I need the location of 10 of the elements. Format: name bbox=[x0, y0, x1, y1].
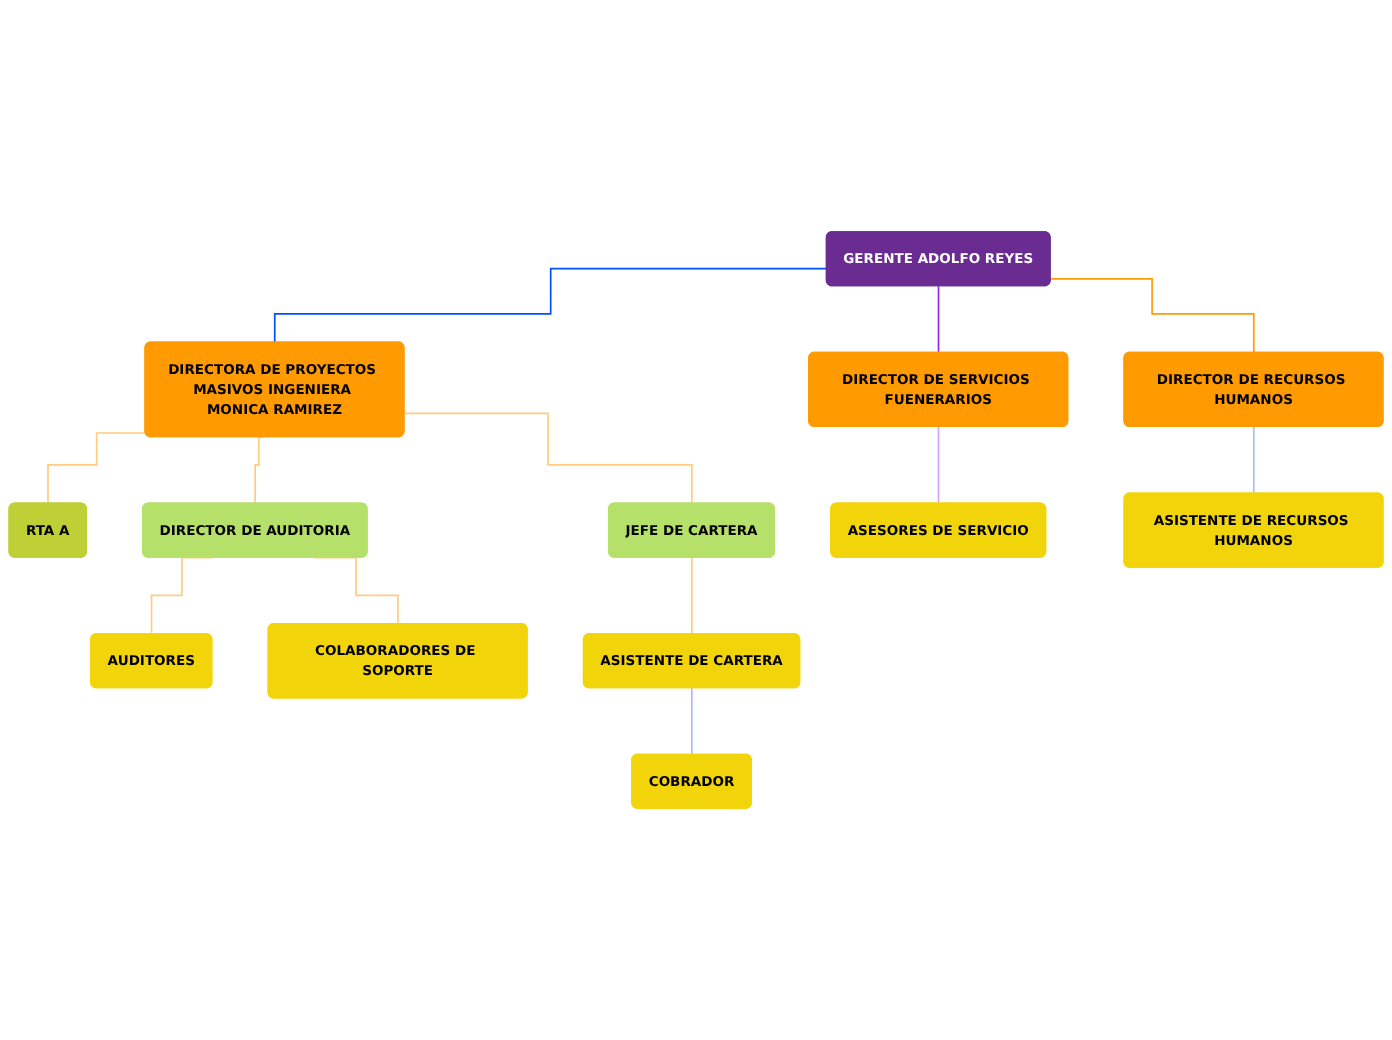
connector bbox=[691, 556, 693, 636]
connector bbox=[937, 426, 940, 505]
connector bbox=[403, 412, 693, 505]
connector bbox=[937, 285, 940, 354]
connector bbox=[691, 687, 693, 756]
connector bbox=[1252, 426, 1255, 495]
connector bbox=[273, 267, 828, 344]
connector bbox=[1049, 278, 1255, 354]
connector bbox=[254, 436, 264, 505]
connector bbox=[47, 432, 147, 505]
